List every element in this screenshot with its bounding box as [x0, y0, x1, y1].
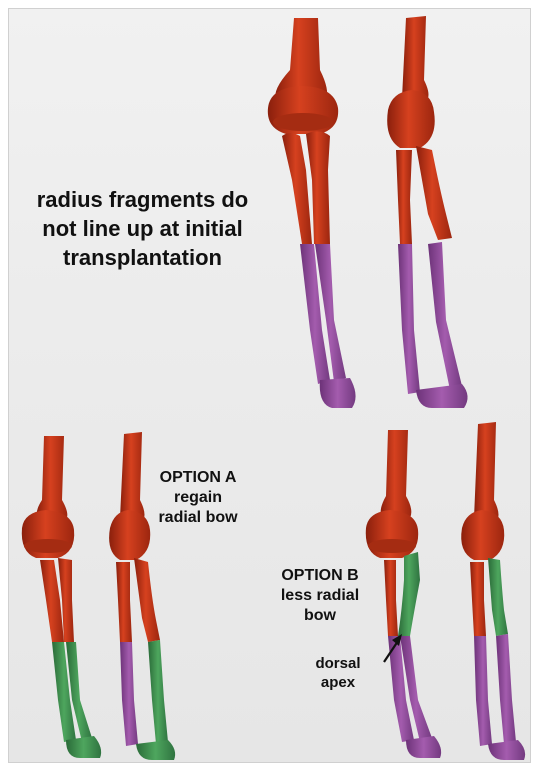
option-b-label: OPTION B less radial bow — [268, 566, 372, 626]
option-a-label: OPTION A regain radial bow — [138, 468, 258, 528]
top-lateral-arm — [387, 16, 467, 408]
option-a-line2: radial bow — [138, 508, 258, 528]
dorsal-apex-label: dorsal apex — [306, 654, 370, 692]
main-caption-line1: radius fragments do — [20, 185, 265, 214]
option-a-line1: regain — [138, 488, 258, 508]
option-b-title: OPTION B — [268, 566, 372, 586]
top-front-arm — [268, 18, 356, 408]
option-a-front-arm — [22, 436, 101, 758]
main-caption-line2: not line up at initial — [20, 214, 265, 243]
dorsal-apex-line2: apex — [306, 673, 370, 692]
main-caption-line3: transplantation — [20, 243, 265, 272]
option-b-line2: bow — [268, 606, 372, 626]
dorsal-apex-line1: dorsal — [306, 654, 370, 673]
option-b-line1: less radial — [268, 586, 372, 606]
main-caption: radius fragments do not line up at initi… — [20, 185, 265, 272]
option-a-title: OPTION A — [138, 468, 258, 488]
option-b-lateral-arm — [461, 422, 525, 760]
option-b-front-arm — [366, 430, 441, 758]
